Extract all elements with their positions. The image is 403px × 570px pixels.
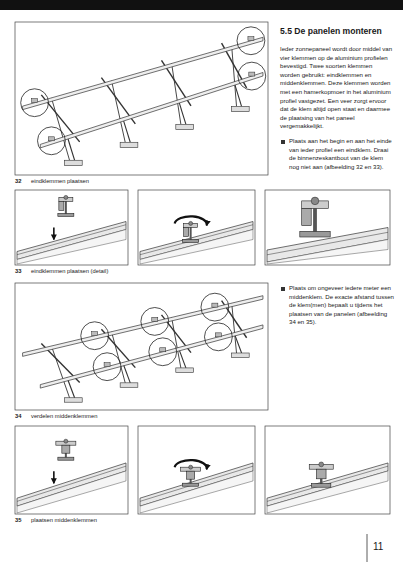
ballast-block bbox=[120, 383, 138, 387]
bolt-head bbox=[189, 465, 193, 469]
bolt-head bbox=[311, 197, 319, 205]
clamp-body bbox=[187, 471, 195, 479]
detail-circle bbox=[38, 127, 66, 155]
clamp-body bbox=[316, 469, 326, 479]
ballast-block bbox=[176, 368, 194, 372]
ballast-block bbox=[64, 398, 82, 402]
figure-number: 34 bbox=[15, 413, 21, 420]
figure-frame bbox=[265, 190, 390, 265]
clamp bbox=[160, 348, 166, 352]
ballast-block bbox=[231, 353, 249, 357]
figure-number: 32 bbox=[15, 178, 21, 185]
detail-circle bbox=[204, 323, 232, 351]
detail-circle bbox=[238, 62, 266, 90]
profile-side bbox=[140, 471, 253, 513]
clamp-body bbox=[59, 201, 64, 210]
figure-frame bbox=[15, 283, 268, 410]
figure-caption: plaatsen middenklemmen bbox=[31, 517, 97, 524]
hammer-nut bbox=[58, 457, 74, 460]
bullet-square bbox=[281, 140, 285, 144]
figure-number: 35 bbox=[15, 517, 21, 524]
profile-side bbox=[140, 230, 253, 265]
ballast-block bbox=[176, 124, 194, 129]
ballast-block bbox=[231, 106, 249, 111]
clamp-body bbox=[62, 445, 70, 453]
aluminium-profile bbox=[23, 37, 263, 109]
clamp bbox=[92, 332, 98, 336]
detail-circle bbox=[149, 338, 177, 366]
clamp bbox=[215, 333, 221, 337]
clamp-body bbox=[184, 227, 189, 236]
section-heading: 5.5 De panelen monteren bbox=[280, 26, 395, 36]
support-strut bbox=[172, 63, 181, 124]
clamp bbox=[32, 99, 38, 103]
detail-circle bbox=[141, 308, 169, 336]
figure-frame bbox=[15, 190, 128, 265]
support-strut bbox=[232, 46, 237, 106]
support-leg bbox=[178, 100, 186, 124]
bolt-head bbox=[189, 221, 193, 225]
ballast-block bbox=[120, 142, 138, 147]
figure-frame bbox=[138, 426, 255, 514]
top-bar bbox=[0, 0, 403, 10]
figure-frame bbox=[15, 426, 128, 514]
turn-arrow bbox=[175, 460, 207, 469]
profile-side bbox=[17, 471, 126, 513]
aluminium-profile bbox=[40, 325, 263, 388]
figure-number: 33 bbox=[15, 268, 21, 275]
figure-caption: eindklemmen plaatsen (detail) bbox=[31, 268, 108, 275]
hammer-nut bbox=[300, 231, 330, 237]
bullet-text: Plaats aan het begin en aan het einde va… bbox=[289, 137, 394, 171]
page-number: 11 bbox=[373, 541, 383, 553]
detail-circle bbox=[201, 293, 229, 321]
figure-frame bbox=[15, 22, 268, 175]
support-strut bbox=[51, 346, 69, 398]
ballast-block bbox=[64, 160, 82, 165]
clamp bbox=[212, 303, 218, 307]
profile-side bbox=[17, 230, 126, 265]
support-strut bbox=[232, 303, 237, 353]
bolt-head bbox=[319, 462, 324, 467]
detail-circle bbox=[81, 322, 109, 350]
clamp bbox=[248, 37, 254, 41]
figure-caption: verdelen middenklemmen bbox=[31, 413, 97, 420]
clamp bbox=[152, 317, 158, 321]
profile-side bbox=[267, 240, 388, 265]
hammer-nut bbox=[183, 239, 199, 242]
detail-circle bbox=[93, 353, 121, 381]
page-rule bbox=[367, 534, 368, 562]
support-leg bbox=[123, 118, 131, 142]
body-text: Ieder zonnepaneel wordt door middel van … bbox=[280, 45, 394, 131]
detail-circle bbox=[237, 27, 265, 55]
support-strut bbox=[112, 81, 126, 143]
figure-frame bbox=[265, 426, 390, 514]
arrow bbox=[53, 471, 55, 483]
clamp bbox=[249, 72, 255, 76]
clamp bbox=[104, 363, 110, 367]
hammer-nut bbox=[312, 484, 331, 488]
clamp bbox=[48, 137, 54, 141]
arrow bbox=[53, 227, 55, 239]
bullet-text: Plaats om ongeveer iedere meter een midd… bbox=[289, 284, 394, 327]
figure-caption: eindklemmen plaatsen bbox=[31, 178, 89, 185]
bolt-head bbox=[64, 195, 68, 199]
detail-circle bbox=[21, 89, 49, 117]
hammer-nut bbox=[183, 483, 199, 486]
profile-side bbox=[267, 471, 388, 513]
hammer-nut bbox=[58, 213, 74, 216]
aluminium-profile bbox=[40, 72, 263, 147]
aluminium-profile bbox=[23, 296, 263, 357]
bolt-head bbox=[64, 439, 68, 443]
clamp-body bbox=[302, 209, 312, 226]
bullet-square bbox=[281, 287, 285, 291]
turn-arrow bbox=[175, 216, 207, 225]
figure-frame bbox=[138, 190, 255, 265]
